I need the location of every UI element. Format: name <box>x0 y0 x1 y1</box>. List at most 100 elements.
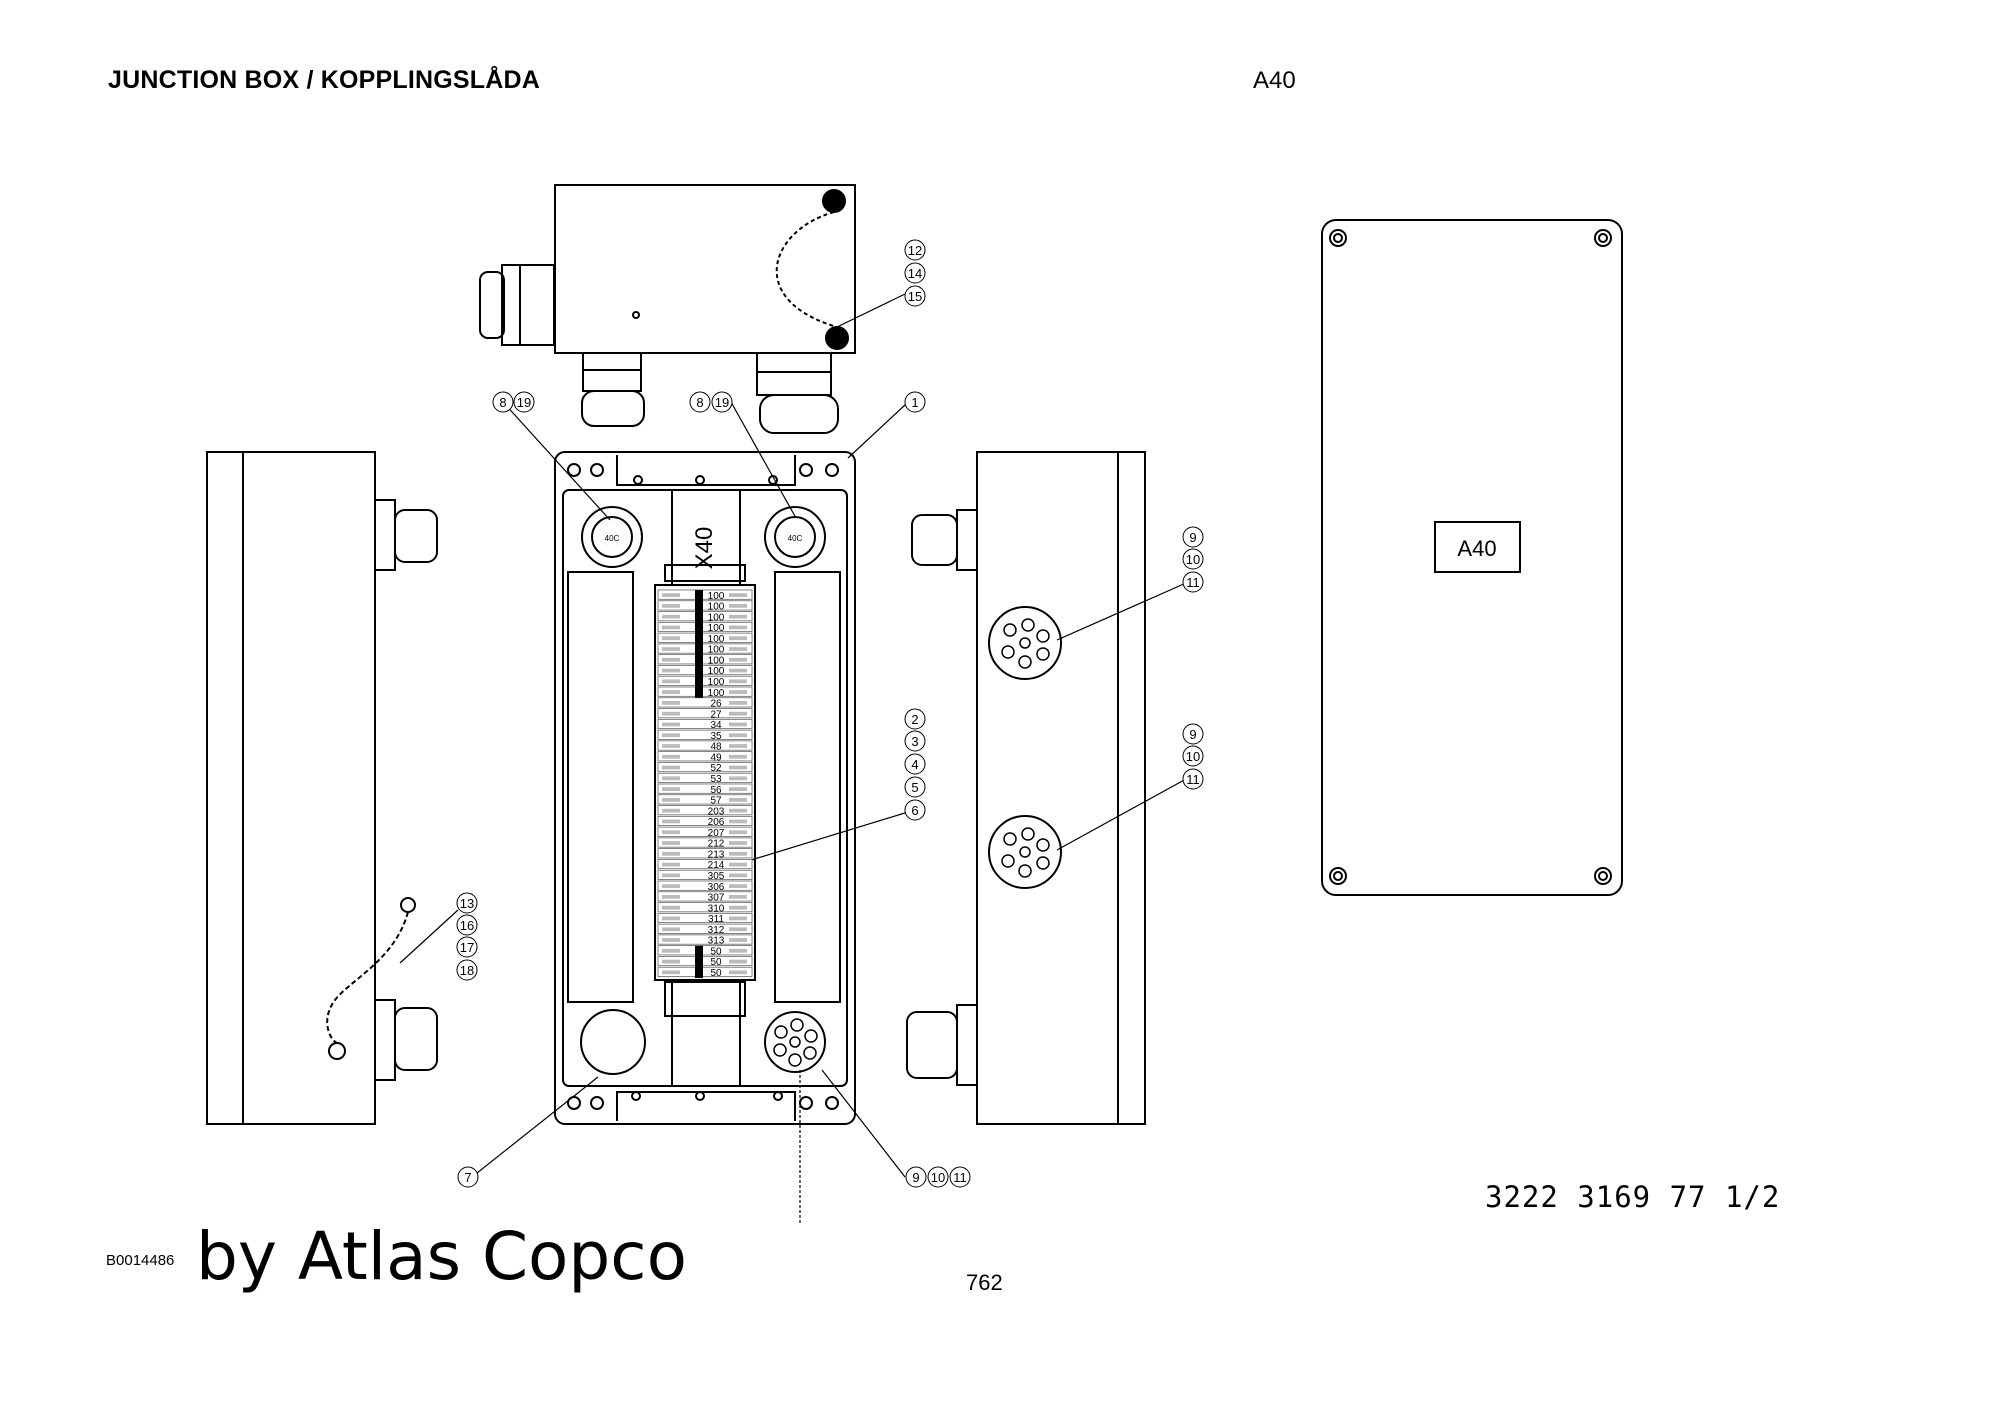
terminal-row: 207 <box>657 826 753 839</box>
terminal-number: 53 <box>710 774 722 785</box>
terminal-row: 213 <box>657 848 753 860</box>
svg-text:10: 10 <box>931 1170 945 1185</box>
terminal-row: 56 <box>657 783 753 796</box>
terminal-number: 50 <box>710 957 722 968</box>
terminal-number: 52 <box>710 763 722 774</box>
callout-8-right: 8 <box>689 391 711 413</box>
terminal-row: 100 <box>657 600 753 613</box>
terminal-row: 100 <box>657 665 753 677</box>
terminal-number: 57 <box>710 796 722 807</box>
svg-text:9: 9 <box>1189 727 1196 742</box>
svg-text:9: 9 <box>912 1170 919 1185</box>
svg-text:1: 1 <box>911 395 918 410</box>
terminal-number: 305 <box>708 871 725 882</box>
terminal-number: 48 <box>710 742 722 753</box>
svg-text:8: 8 <box>696 395 703 410</box>
terminal-row: 50 <box>657 945 753 957</box>
callout-13: 13 <box>456 892 478 914</box>
terminal-number: 34 <box>710 720 722 731</box>
callout-6: 6 <box>904 799 926 821</box>
terminal-row: 50 <box>657 956 753 968</box>
callout-19-right: 19 <box>711 391 733 413</box>
callout-9-upper: 9 <box>1182 526 1204 548</box>
terminal-number: 213 <box>708 849 725 860</box>
terminal-number: 203 <box>708 806 725 817</box>
svg-text:5: 5 <box>911 780 918 795</box>
svg-text:17: 17 <box>460 940 474 955</box>
svg-text:18: 18 <box>460 963 474 978</box>
callout-17: 17 <box>456 936 478 958</box>
terminal-number: 27 <box>710 709 722 720</box>
callout-10-upper: 10 <box>1182 548 1204 570</box>
callout-10-bottom: 10 <box>927 1166 949 1188</box>
terminal-number: 207 <box>708 828 725 839</box>
terminal-number: 310 <box>708 903 725 914</box>
callout-11-lower: 11 <box>1182 768 1204 790</box>
terminal-number: 206 <box>708 817 725 828</box>
callout-9-bottom: 9 <box>905 1166 927 1188</box>
terminal-row: 100 <box>657 589 753 602</box>
terminal-row: 212 <box>657 837 753 850</box>
terminal-number: 311 <box>708 914 724 925</box>
terminal-number: 100 <box>708 591 725 602</box>
atlas-copco-watermark: by Atlas Copco <box>196 1218 687 1295</box>
callout-3: 3 <box>904 730 926 752</box>
terminal-number: 50 <box>710 946 722 957</box>
svg-text:12: 12 <box>908 243 922 258</box>
terminal-row: 305 <box>657 869 753 882</box>
terminal-row: 312 <box>657 923 753 936</box>
terminal-number: 100 <box>708 677 725 688</box>
left-side-view <box>206 451 438 1125</box>
svg-text:2: 2 <box>911 712 918 727</box>
terminal-row: 49 <box>657 751 753 763</box>
terminal-number: 212 <box>708 839 725 850</box>
terminal-number: 100 <box>708 602 725 613</box>
callout-12: 12 <box>904 239 926 261</box>
jumper-bar <box>695 590 703 698</box>
callout-11-upper: 11 <box>1182 571 1204 593</box>
callout-15: 15 <box>904 285 926 307</box>
terminal-number: 312 <box>708 925 725 936</box>
terminal-number: 50 <box>710 968 722 979</box>
right-side-view <box>906 451 1146 1125</box>
svg-text:11: 11 <box>1186 772 1200 787</box>
terminal-number: 26 <box>710 699 722 710</box>
terminal-number: 100 <box>708 645 725 656</box>
terminal-number: 214 <box>708 860 725 871</box>
top-view <box>479 184 856 434</box>
svg-text:11: 11 <box>1186 575 1200 590</box>
terminal-row: 203 <box>657 805 753 817</box>
svg-text:8: 8 <box>499 395 506 410</box>
terminal-row: 100 <box>657 632 753 645</box>
cover-label: A40 <box>1457 536 1496 561</box>
callout-19-left: 19 <box>513 391 535 413</box>
terminal-row: 34 <box>657 718 753 731</box>
terminal-number: 35 <box>710 731 722 742</box>
callout-10-lower: 10 <box>1182 745 1204 767</box>
callout-11-bottom: 11 <box>949 1166 971 1188</box>
svg-text:11: 11 <box>953 1170 967 1185</box>
terminal-row: 26 <box>657 697 753 710</box>
terminal-number: 100 <box>708 666 725 677</box>
terminal-row: 206 <box>657 815 753 828</box>
svg-text:9: 9 <box>1189 530 1196 545</box>
gland-label-right: 40C <box>788 534 803 543</box>
terminal-row: 100 <box>657 643 753 656</box>
terminal-strip-label: X40 <box>691 527 718 570</box>
terminal-number: 313 <box>708 936 725 947</box>
callout-balloons: 8 19 8 19 1 12 14 15 9 10 11 9 10 11 2 3… <box>456 239 1204 1188</box>
terminal-number: 100 <box>708 612 725 623</box>
terminal-row: 57 <box>657 794 753 807</box>
terminal-row: 100 <box>657 621 753 634</box>
gland-label-left: 40C <box>605 534 620 543</box>
terminal-row: 27 <box>657 708 753 720</box>
terminal-number: 56 <box>710 785 722 796</box>
terminal-row: 52 <box>657 762 753 774</box>
svg-text:4: 4 <box>911 757 918 772</box>
terminal-row: 100 <box>657 686 753 699</box>
terminal-row: 311 <box>657 912 753 925</box>
svg-text:13: 13 <box>460 896 474 911</box>
svg-text:15: 15 <box>908 289 922 304</box>
svg-text:3: 3 <box>911 734 918 749</box>
